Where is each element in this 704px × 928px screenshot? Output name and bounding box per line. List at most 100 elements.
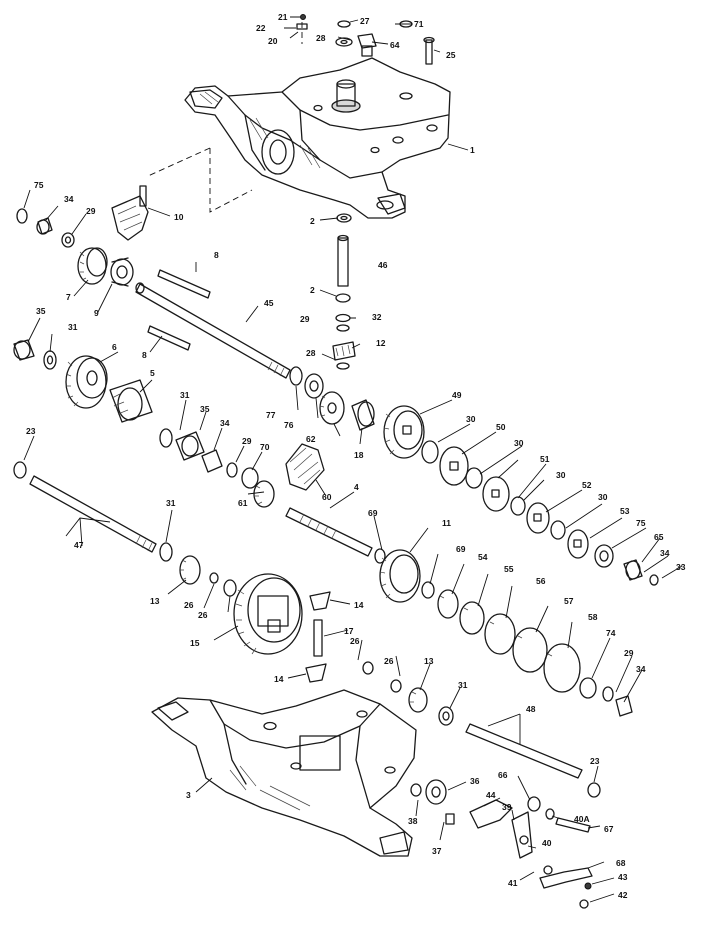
- callout: 37: [432, 846, 442, 856]
- lower-left-gears: [159, 542, 237, 597]
- sprocket-62: [319, 391, 345, 425]
- callout: 32: [372, 312, 382, 322]
- callout: 6: [112, 342, 117, 352]
- callout: 31: [180, 390, 190, 400]
- callout: 30: [514, 438, 524, 448]
- callout: 35: [36, 306, 46, 316]
- dashed-alignment-lines: [147, 147, 253, 213]
- callout: 74: [606, 628, 616, 638]
- callout: 31: [458, 680, 468, 690]
- bushing-18: [351, 399, 375, 431]
- callout: 1: [470, 145, 475, 155]
- collar-9: [110, 257, 134, 287]
- callout: 9: [94, 308, 99, 318]
- gear-7: [77, 247, 108, 285]
- bushings-left-top: [16, 208, 75, 248]
- callout: 11: [442, 518, 451, 528]
- callout: 26: [198, 610, 208, 620]
- callout: 42: [618, 890, 628, 900]
- gear-11: [379, 549, 421, 603]
- callout: 20: [268, 36, 278, 46]
- callout: 26: [184, 600, 194, 610]
- callout: 25: [446, 50, 456, 60]
- callout: 49: [452, 390, 462, 400]
- bevel-gears-14-17: [305, 591, 331, 683]
- gears-69-54-55-56-57-58: [374, 548, 633, 717]
- callout: 40A: [574, 814, 590, 824]
- callout: 60: [322, 492, 332, 502]
- callout: 14: [274, 674, 284, 684]
- callout: 51: [540, 454, 550, 464]
- callout: 39: [502, 802, 512, 812]
- callout: 68: [616, 858, 626, 868]
- callout: 71: [414, 19, 424, 29]
- callout: 70: [260, 442, 270, 452]
- callout: 53: [620, 506, 630, 516]
- callout: 66: [498, 770, 508, 780]
- washers-77-76: [289, 366, 324, 399]
- callout: 5: [150, 368, 155, 378]
- small-gears-mid-left: [159, 428, 275, 508]
- upper-housing: [184, 57, 451, 219]
- callout: 10: [174, 212, 184, 222]
- callout: 76: [284, 420, 294, 430]
- callout: 62: [306, 434, 316, 444]
- callout: 14: [354, 600, 364, 610]
- callout: 21: [278, 12, 288, 22]
- callout: 31: [166, 498, 176, 508]
- callout: 3: [186, 790, 191, 800]
- callout: 61: [238, 498, 248, 508]
- callout: 36: [470, 776, 480, 786]
- leader-lines: [23, 16, 683, 903]
- callout: 4: [354, 482, 359, 492]
- callout: 29: [300, 314, 310, 324]
- callout: 27: [360, 16, 370, 26]
- gear-49: [383, 405, 425, 459]
- callout: 13: [424, 656, 434, 666]
- axle-48: [465, 723, 601, 798]
- callout: 29: [242, 436, 252, 446]
- callout: 47: [74, 540, 84, 550]
- shaft-45: [135, 282, 291, 379]
- callout: 41: [508, 878, 518, 888]
- callout: 2: [310, 285, 315, 295]
- center-vertical-stack: [332, 213, 356, 370]
- callout: 46: [378, 260, 388, 270]
- callout: 43: [618, 872, 628, 882]
- top-small-parts: [296, 14, 435, 65]
- callout: 75: [636, 518, 646, 528]
- callout: 52: [582, 480, 592, 490]
- callout: 77: [266, 410, 276, 420]
- callout: 13: [150, 596, 160, 606]
- cluster-gear-5: [109, 379, 153, 423]
- callout: 7: [66, 292, 71, 302]
- gears-50-51-52-53: [421, 440, 589, 559]
- shift-lever-10: [111, 185, 149, 241]
- brake-linkage: [410, 779, 593, 909]
- callout: 45: [264, 298, 274, 308]
- gear-6: [65, 355, 108, 409]
- washer-31-upper: [43, 350, 57, 370]
- callout: 40: [542, 838, 552, 848]
- bushing-35-upper: [13, 339, 35, 361]
- lower-housing: [151, 689, 417, 857]
- callout: 75: [34, 180, 44, 190]
- callout: 34: [220, 418, 230, 428]
- callout: 33: [676, 562, 686, 572]
- callout: 69: [368, 508, 378, 518]
- callout: 15: [190, 638, 200, 648]
- callout: 69: [456, 544, 466, 554]
- callout: 29: [86, 206, 96, 216]
- callout: 56: [536, 576, 546, 586]
- key-8-lower: [147, 325, 191, 351]
- bearings-75-65-34-33: [594, 544, 659, 586]
- callout: 50: [496, 422, 506, 432]
- callout: 30: [466, 414, 476, 424]
- callout: 38: [408, 816, 418, 826]
- callout: 30: [598, 492, 608, 502]
- callout: 57: [564, 596, 574, 606]
- shaft-4: [285, 507, 373, 557]
- callout: 18: [354, 450, 364, 460]
- key-8-upper: [157, 269, 211, 299]
